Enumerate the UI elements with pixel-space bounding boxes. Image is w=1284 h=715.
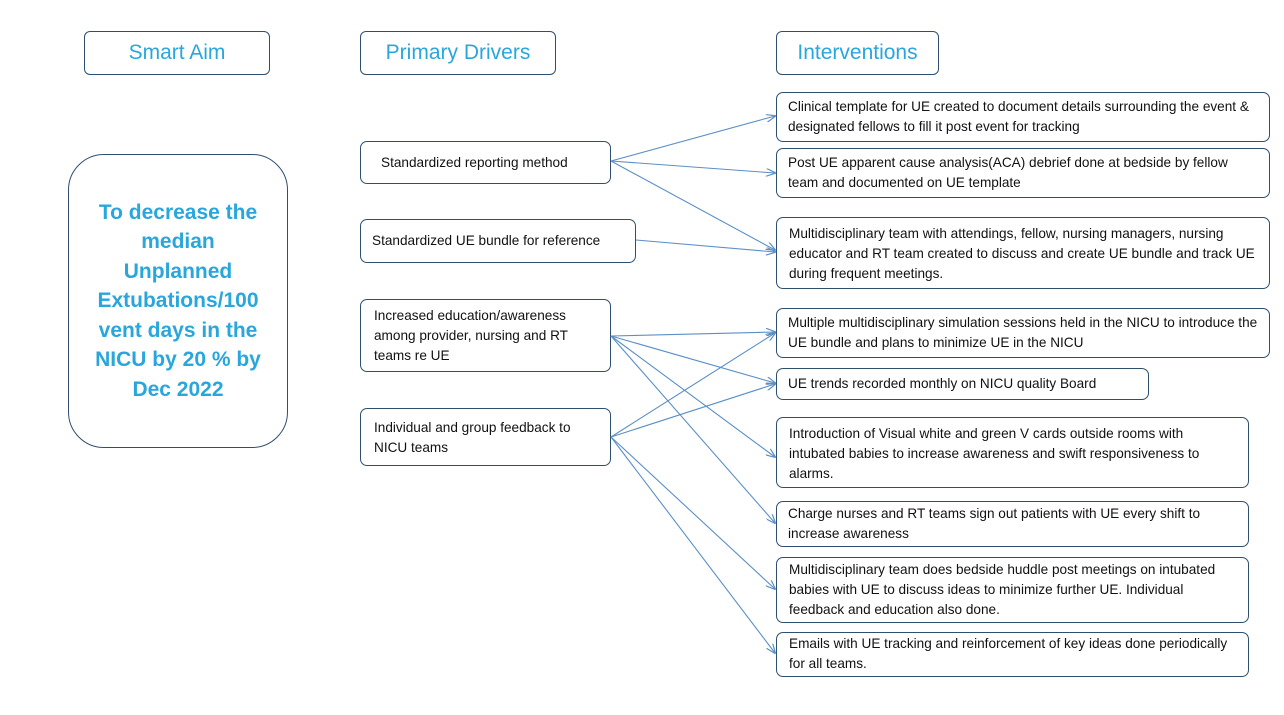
driver-label: Increased education/awareness among prov…: [374, 308, 568, 363]
intervention-bedside-huddle: Multidisciplinary team does bedside hudd…: [776, 557, 1249, 623]
driver-label: Standardized UE bundle for reference: [372, 233, 601, 248]
intervention-emails: Emails with UE tracking and reinforcemen…: [776, 632, 1249, 677]
arrow-education-to-simulation: [610, 332, 775, 337]
arrow-feedback-to-emails: [610, 436, 775, 653]
driver-feedback: Individual and group feedback to NICU te…: [360, 408, 611, 466]
arrow-bundle-to-team: [635, 239, 775, 252]
arrow-reporting-to-aca: [610, 160, 775, 173]
intervention-ue-trends: UE trends recorded monthly on NICU quali…: [776, 368, 1149, 400]
arrow-feedback-to-trends: [610, 384, 775, 438]
intervention-label: Multiple multidisciplinary simulation se…: [788, 315, 1258, 350]
intervention-label: Charge nurses and RT teams sign out pati…: [788, 506, 1201, 541]
intervention-label: Introduction of Visual white and green V…: [789, 426, 1200, 481]
intervention-simulation-sessions: Multiple multidisciplinary simulation se…: [776, 308, 1270, 358]
primary-drivers-header: Primary Drivers: [360, 31, 556, 75]
arrow-education-to-trends: [610, 335, 775, 383]
driver-standardized-reporting: Standardized reporting method: [360, 141, 611, 184]
intervention-label: Post UE apparent cause analysis(ACA) deb…: [788, 155, 1228, 190]
interventions-header: Interventions: [776, 31, 939, 75]
arrow-education-to-charge: [610, 335, 775, 523]
intervention-clinical-template: Clinical template for UE created to docu…: [776, 92, 1270, 142]
driver-label: Individual and group feedback to NICU te…: [374, 420, 571, 455]
arrow-feedback-to-simulation: [610, 333, 775, 438]
intervention-label: Clinical template for UE created to docu…: [788, 99, 1249, 134]
intervention-label: Emails with UE tracking and reinforcemen…: [789, 636, 1228, 671]
arrow-reporting-to-team: [610, 160, 775, 250]
arrow-feedback-to-huddle: [610, 436, 775, 589]
arrow-education-to-vcards: [610, 335, 775, 457]
intervention-label: UE trends recorded monthly on NICU quali…: [788, 376, 1097, 391]
driver-education-awareness: Increased education/awareness among prov…: [360, 299, 611, 372]
intervention-charge-nurses: Charge nurses and RT teams sign out pati…: [776, 501, 1249, 547]
smart-aim-header: Smart Aim: [84, 31, 270, 75]
driver-ue-bundle: Standardized UE bundle for reference: [360, 219, 636, 263]
intervention-v-cards: Introduction of Visual white and green V…: [776, 417, 1249, 488]
intervention-multidisciplinary-team: Multidisciplinary team with attendings, …: [776, 217, 1270, 289]
intervention-aca-debrief: Post UE apparent cause analysis(ACA) deb…: [776, 148, 1270, 198]
smart-aim-box: To decrease the median Unplanned Extubat…: [68, 154, 288, 448]
intervention-label: Multidisciplinary team with attendings, …: [789, 226, 1255, 281]
arrow-reporting-to-template: [610, 116, 775, 162]
smart-aim-text: To decrease the median Unplanned Extubat…: [95, 200, 261, 401]
driver-label: Standardized reporting method: [381, 154, 568, 170]
intervention-label: Multidisciplinary team does bedside hudd…: [789, 562, 1216, 617]
